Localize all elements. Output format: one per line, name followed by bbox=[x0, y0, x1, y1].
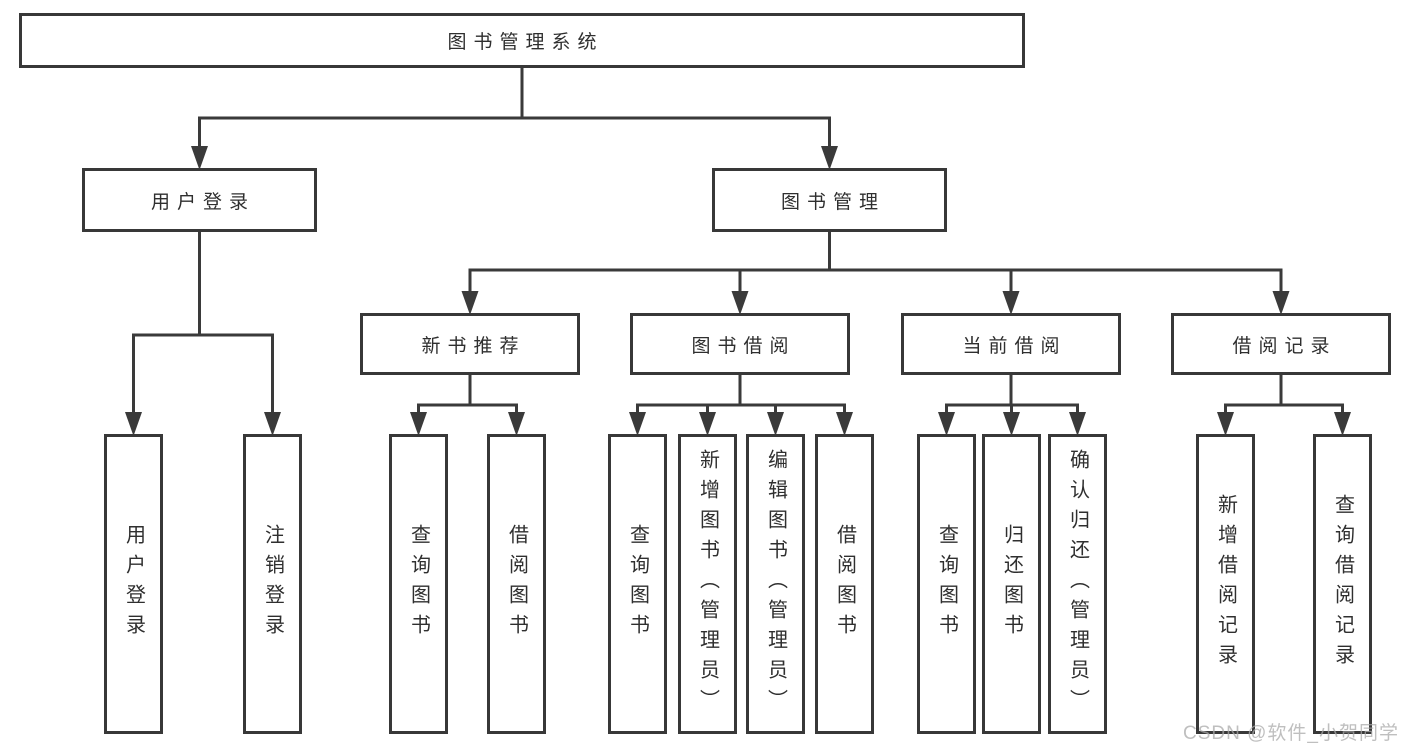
node-label: 图书借阅 bbox=[691, 335, 796, 357]
node-label: 新增借阅记录 bbox=[1214, 494, 1237, 674]
node-leaf-confirm-return-admin: 确认归还（管理员） bbox=[1048, 434, 1107, 734]
node-leaf-add-book-admin: 新增图书（管理员） bbox=[678, 434, 737, 734]
node-label: 新增图书（管理员） bbox=[696, 449, 719, 719]
node-leaf-query-books-3: 查询图书 bbox=[917, 434, 976, 734]
node-current-borrowing: 当前借阅 bbox=[901, 313, 1121, 375]
node-label: 新书推荐 bbox=[421, 335, 526, 357]
node-label: 编辑图书（管理员） bbox=[764, 449, 787, 719]
node-label: 确认归还（管理员） bbox=[1066, 449, 1089, 719]
node-leaf-add-borrow-record: 新增借阅记录 bbox=[1196, 434, 1255, 734]
node-label: 归还图书 bbox=[1000, 524, 1023, 644]
node-book-borrowing: 图书借阅 bbox=[630, 313, 850, 375]
node-label: 用户登录 bbox=[150, 191, 255, 213]
node-label: 查询图书 bbox=[935, 524, 958, 644]
node-label: 借阅记录 bbox=[1232, 335, 1337, 357]
node-label: 借阅图书 bbox=[833, 524, 856, 644]
node-user-login: 用户登录 bbox=[82, 168, 317, 232]
node-label: 查询借阅记录 bbox=[1331, 494, 1354, 674]
node-label: 注销登录 bbox=[261, 524, 284, 644]
node-label: 查询图书 bbox=[407, 524, 430, 644]
node-leaf-edit-book-admin: 编辑图书（管理员） bbox=[746, 434, 805, 734]
node-book-management: 图书管理 bbox=[712, 168, 947, 232]
node-leaf-return-books: 归还图书 bbox=[982, 434, 1041, 734]
node-label: 借阅图书 bbox=[505, 524, 528, 644]
node-label: 查询图书 bbox=[626, 524, 649, 644]
node-new-book-recommend: 新书推荐 bbox=[360, 313, 580, 375]
node-label: 图书管理系统 bbox=[447, 32, 604, 53]
node-label: 用户登录 bbox=[122, 524, 145, 644]
node-label: 当前借阅 bbox=[962, 335, 1067, 357]
node-label: 图书管理 bbox=[780, 191, 885, 213]
node-root: 图书管理系统 bbox=[19, 13, 1025, 68]
node-leaf-query-books-1: 查询图书 bbox=[389, 434, 448, 734]
node-leaf-query-books-2: 查询图书 bbox=[608, 434, 667, 734]
node-leaf-query-borrow-record: 查询借阅记录 bbox=[1313, 434, 1372, 734]
node-leaf-logout: 注销登录 bbox=[243, 434, 302, 734]
node-borrowing-records: 借阅记录 bbox=[1171, 313, 1391, 375]
node-leaf-borrow-books-1: 借阅图书 bbox=[487, 434, 546, 734]
node-leaf-borrow-books-2: 借阅图书 bbox=[815, 434, 874, 734]
watermark-text: CSDN @软件_小贺同学 bbox=[1183, 723, 1399, 744]
node-leaf-user-login: 用户登录 bbox=[104, 434, 163, 734]
